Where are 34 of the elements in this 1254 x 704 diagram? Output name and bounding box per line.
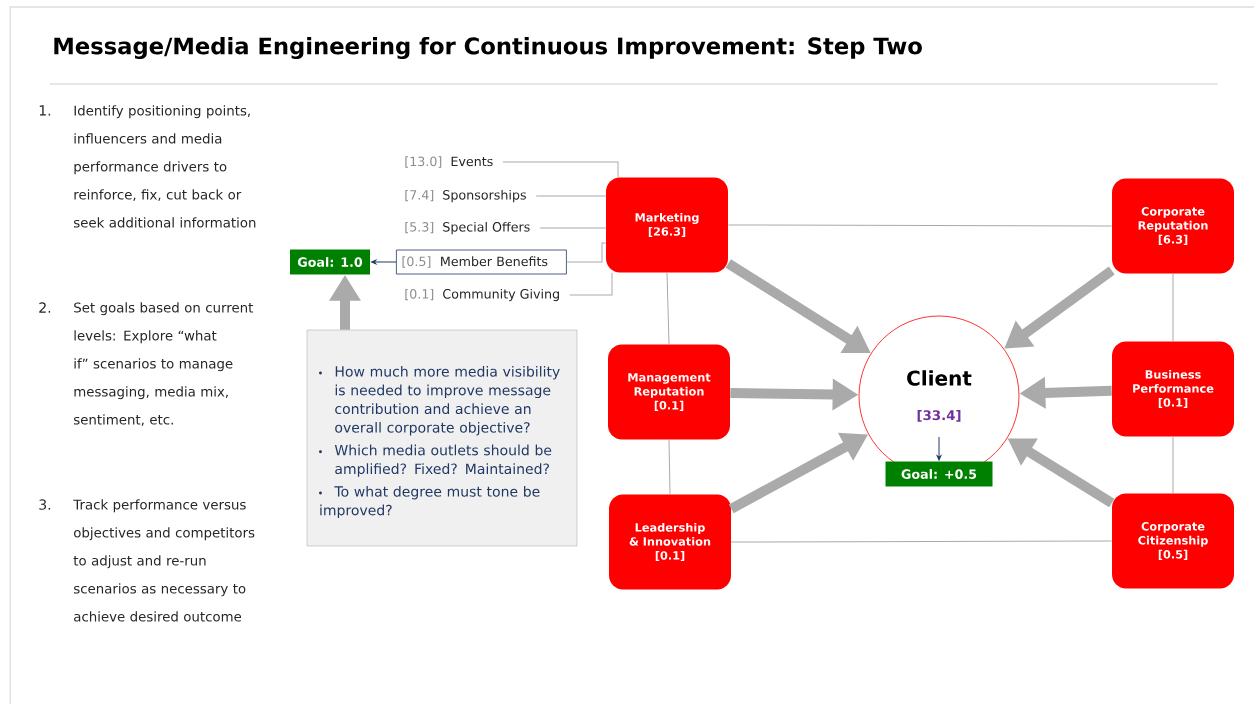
- connector-line: [727, 224, 1113, 227]
- connector-line: [539, 227, 607, 229]
- arrow: [371, 259, 397, 265]
- goal-box: Goal: 1.0: [290, 249, 370, 275]
- list-text: Set goals based on current levels: Explore “what if” scenarios to manage messaging, media mix, sentiment, etc.: [74, 302, 254, 426]
- connector-line: [666, 272, 670, 345]
- goal-box: Goal: +0.5: [885, 461, 993, 487]
- connector-line: [566, 242, 607, 263]
- media-item: [13.0] Events: [405, 156, 493, 168]
- arrow: [936, 436, 942, 461]
- media-item: [5.3] Special Offers: [405, 221, 530, 235]
- list-number: 2.: [39, 302, 51, 313]
- title: Message/Media Engineering for Continuous Improvement: Step Two: [54, 36, 922, 60]
- connector-line: [1172, 436, 1174, 494]
- connector-line: [535, 195, 607, 197]
- category-box: Leadership & Innovation [0.1]: [609, 494, 731, 590]
- connector-line: [1172, 273, 1174, 342]
- connector-line: [730, 540, 1113, 543]
- connector-line: [502, 161, 619, 178]
- category-box: Corporate Citizenship [0.5]: [1112, 493, 1234, 589]
- list-text: Identify positioning points, influencers and media performance drivers to reinforce, fix, cut back or seek additional information: [74, 105, 256, 228]
- category-box: Corporate Reputation [6.3]: [1112, 178, 1234, 274]
- connector-line: [569, 272, 613, 296]
- media-item: [0.1] Community Giving: [405, 288, 559, 302]
- category-box: Business Performance [0.1]: [1112, 341, 1234, 437]
- category-box: Marketing [26.3]: [606, 177, 728, 273]
- category-box: Management Reputation [0.1]: [608, 344, 730, 440]
- list-number: 3.: [39, 499, 51, 510]
- media-item-box: [0.5] Member Benefits: [396, 249, 567, 275]
- list-text: Track performance versus objectives and competitors to adjust and re-run scenarios as necessary to achieve desired outcome: [73, 499, 255, 622]
- media-item: [7.4] Sponsorships: [405, 189, 526, 203]
- connector-line: [668, 439, 671, 495]
- list-number: 1.: [39, 105, 51, 116]
- question-box: How much more media visibility is needed to improve message contribution and achieve an overall corporate objective? Which media outlets should be amplified? Fixed? Maintained? To what degree must tone be improved?: [306, 329, 578, 547]
